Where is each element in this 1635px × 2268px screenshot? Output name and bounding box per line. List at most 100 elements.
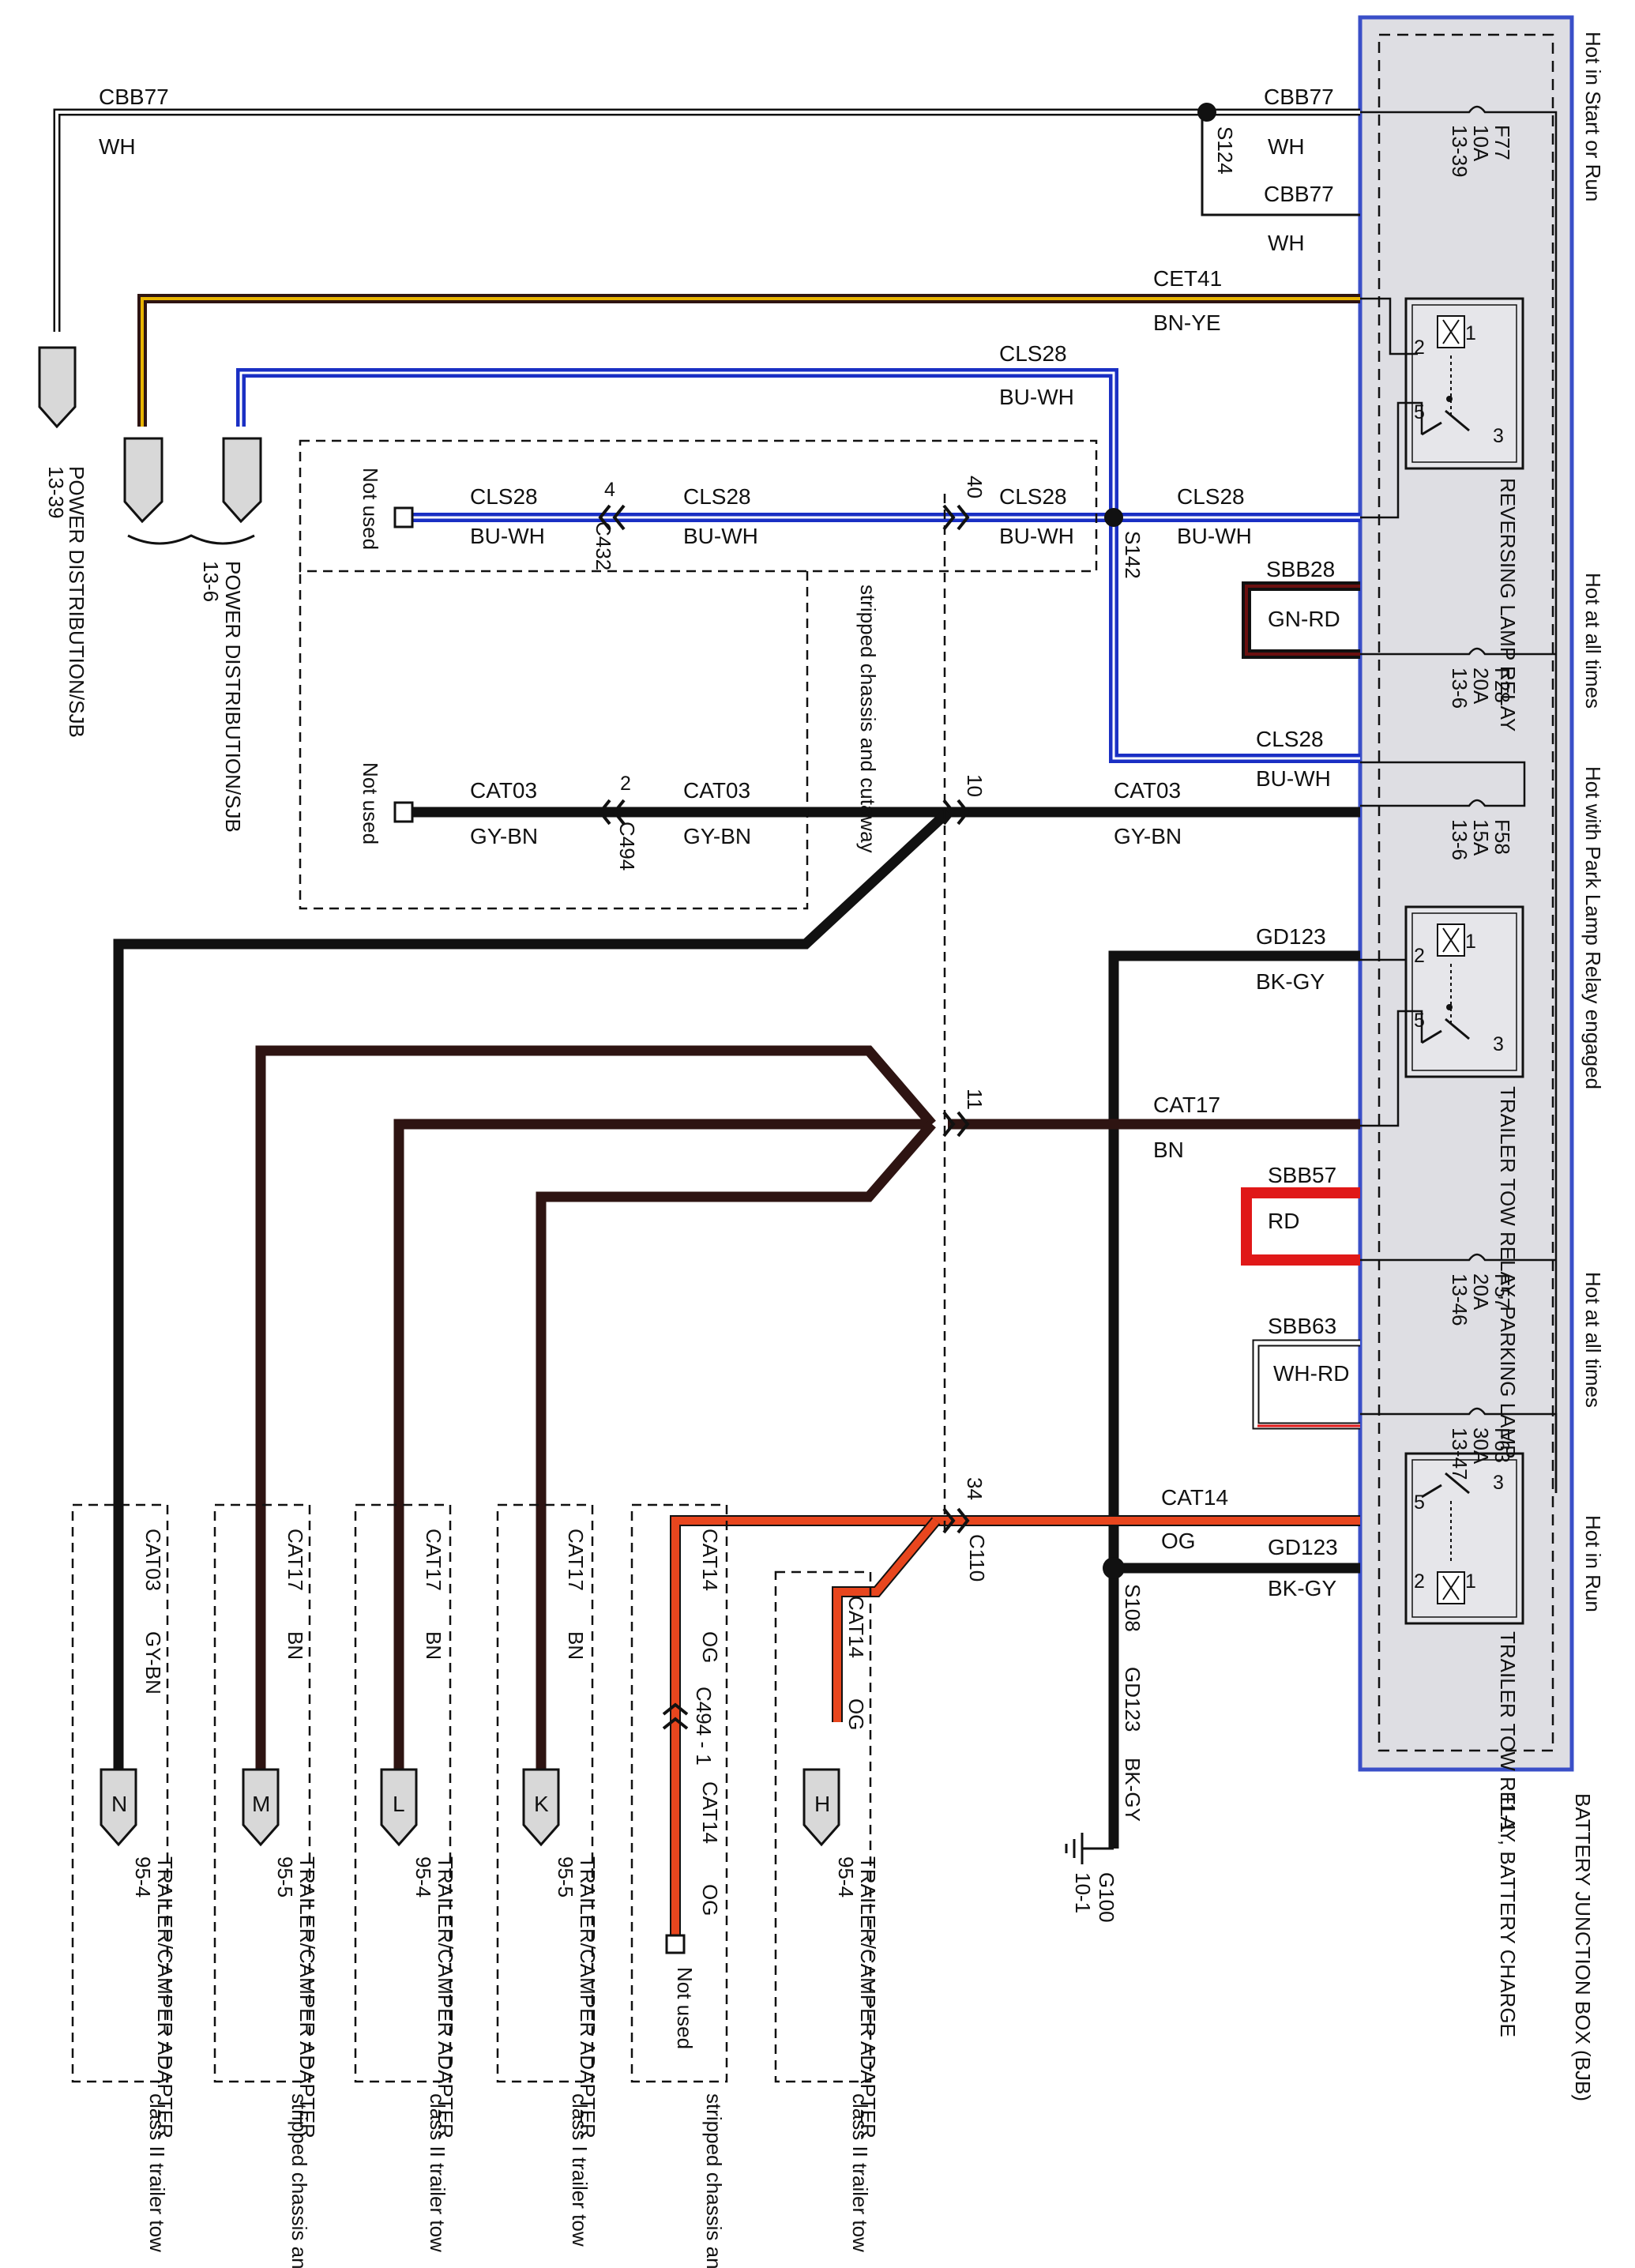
label-wh-rd: WH-RD <box>1273 1361 1349 1386</box>
power-distribution-connectors <box>38 346 262 545</box>
ground-g100 <box>1065 1833 1114 1864</box>
adapter-k-name: TRAILER/CAMPER ADAPTER <box>576 1856 600 2138</box>
label-cls28-b: CLS28 <box>683 484 751 509</box>
adapter-n-color: GY-BN <box>141 1631 165 1694</box>
note-hot-start-run: Hot in Start or Run <box>1581 32 1605 201</box>
adapter-l-ref: 95-4 <box>412 1856 435 1898</box>
relay-pin-5: 5 <box>1414 401 1425 423</box>
fuse-f57-amp: 20A <box>1469 1273 1493 1311</box>
wire-labels: CBB77 WH CBB77 WH CBB77 WH CET41 BN-YE C… <box>99 85 1349 1600</box>
label-bu-wh-e: BU-WH <box>1256 766 1331 791</box>
relay-pin-1: 1 <box>1465 322 1476 344</box>
pin-40: 40 <box>963 476 987 498</box>
label-gy-bn-c: GY-BN <box>1114 824 1182 848</box>
adapter-l-note: class II trailer tow <box>426 2093 449 2252</box>
adapter-l-pin: L <box>393 1792 405 1816</box>
label-cls28-e: CLS28 <box>1256 727 1324 751</box>
label-cat14: CAT14 <box>1161 1485 1228 1510</box>
pin-numbers: 4 2 <box>604 479 631 795</box>
fuse-f77-id: F77 <box>1490 125 1514 160</box>
adapter-k-circuit: CAT17 <box>564 1529 588 1591</box>
cat14-upper-color: OG <box>698 1631 722 1663</box>
label-wh-left: WH <box>99 134 136 159</box>
relay-charge-label: TRAILER TOW RELAY, BATTERY CHARGE <box>1496 1631 1520 2037</box>
label-rd: RD <box>1268 1209 1299 1233</box>
pin-2: 2 <box>620 773 631 795</box>
wire-cbb77 <box>53 103 1360 332</box>
label-cbb77-left: CBB77 <box>99 85 169 109</box>
fuse-f77-amp: 10A <box>1469 125 1493 162</box>
adapter-k-pin: K <box>534 1792 549 1816</box>
wire-cat14 <box>670 1515 1360 1943</box>
adapter-n-pin: N <box>111 1792 127 1816</box>
label-cat03-a: CAT03 <box>470 778 537 803</box>
connector-symbols <box>598 504 970 1730</box>
relay-parking-label: TRAILER TOW RELAY, PARKING LAMP <box>1496 1086 1520 1459</box>
label-wh-right: WH <box>1268 134 1305 159</box>
adapter-pin-k <box>522 1768 560 1847</box>
label-gd123-b: GD123 <box>1268 1535 1338 1559</box>
note-hot-all-times-1: Hot at all times <box>1581 573 1605 709</box>
adapter-m-pin: M <box>252 1792 270 1816</box>
label-gy-bn-b: GY-BN <box>683 824 751 848</box>
label-sbb63: SBB63 <box>1268 1314 1336 1338</box>
adapter-m-circuit: CAT17 <box>284 1529 307 1591</box>
label-og: OG <box>1161 1529 1196 1553</box>
cat14-lower-color: OG <box>698 1884 722 1916</box>
fuse-f77-ref: 13-39 <box>1448 125 1472 178</box>
label-cat03-b: CAT03 <box>683 778 750 803</box>
label-bu-wh-b: BU-WH <box>683 524 758 548</box>
wire-cls28-feed <box>236 368 1118 517</box>
relay-pin-2: 2 <box>1414 337 1425 359</box>
splice-s124: S124 <box>1213 126 1237 175</box>
adapter-m-name: TRAILER/CAMPER ADAPTER <box>295 1856 319 2138</box>
relay-pin-1: 1 <box>1465 931 1476 953</box>
power-dist-label-2: POWER DISTRIBUTION/SJB <box>221 561 245 833</box>
note-hot-all-times-2: Hot at all times <box>1581 1272 1605 1408</box>
adapter-pin-h <box>802 1768 840 1847</box>
adapter-n-circuit: CAT03 <box>141 1529 165 1591</box>
label-cbb77-right: CBB77 <box>1264 85 1334 109</box>
pin-4: 4 <box>604 479 615 501</box>
adapter-m-note: stripped chassis and cutaway <box>288 2093 311 2268</box>
connector-c494-1: C494 - 1 <box>692 1687 716 1766</box>
note-hot-park-lamp: Hot with Park Lamp Relay engaged <box>1581 766 1605 1089</box>
label-gd123-a: GD123 <box>1256 924 1326 949</box>
adapter-h-note: class II trailer tow <box>848 2093 872 2252</box>
relay-pin-5: 5 <box>1414 1491 1425 1514</box>
label-sbb28: SBB28 <box>1266 557 1335 581</box>
bjb-label: BATTERY JUNCTION BOX (BJB) <box>1571 1793 1595 2101</box>
connector-c432: C432 <box>592 521 615 570</box>
not-used-c432: Not used <box>359 468 382 550</box>
pin-10: 10 <box>963 774 987 797</box>
fuse-f58-id: F58 <box>1490 819 1514 855</box>
label-bk-gy-a: BK-GY <box>1256 969 1325 994</box>
label-bu-wh-top: BU-WH <box>999 385 1074 409</box>
label-cbb77-branch: CBB77 <box>1264 182 1334 206</box>
label-cls28-a: CLS28 <box>470 484 538 509</box>
parking-lamp-relay: 1 2 3 5 <box>1360 905 1524 1127</box>
fuse-f63-ref: 13-47 <box>1448 1427 1472 1480</box>
label-bn-ye: BN-YE <box>1153 310 1221 335</box>
adapter-l-name: TRAILER/CAMPER ADAPTER <box>434 1856 457 2138</box>
bjb-internal-wiring <box>1360 105 1558 1493</box>
power-dist-ref-1: 13-39 <box>44 466 68 519</box>
label-gy-bn-a: GY-BN <box>470 824 538 848</box>
label-bu-wh-d: BU-WH <box>1177 524 1252 548</box>
connector-c110: C110 <box>965 1534 989 1582</box>
not-used-c494: Not used <box>359 762 382 844</box>
label-bn: BN <box>1153 1138 1184 1162</box>
not-used-cat14: Not used <box>673 1967 697 2049</box>
bjb-ref: 11-1 <box>1496 1793 1520 1833</box>
label-bk-gy-b: BK-GY <box>1268 1576 1336 1600</box>
label-cls28-d: CLS28 <box>1177 484 1245 509</box>
adapter-h-ref: 95-4 <box>834 1856 858 1898</box>
wire-cls28-main <box>404 508 1360 763</box>
label-cls28-c: CLS28 <box>999 484 1067 509</box>
pin-34: 34 <box>963 1477 987 1500</box>
adapter-n-note: class II trailer tow <box>145 2093 169 2252</box>
fuse-f63-id: F63 <box>1490 1427 1514 1463</box>
splice-s142: S142 <box>1121 531 1144 579</box>
adapter-m-ref: 95-5 <box>273 1856 297 1898</box>
wire-sbb28 <box>1242 581 1360 659</box>
